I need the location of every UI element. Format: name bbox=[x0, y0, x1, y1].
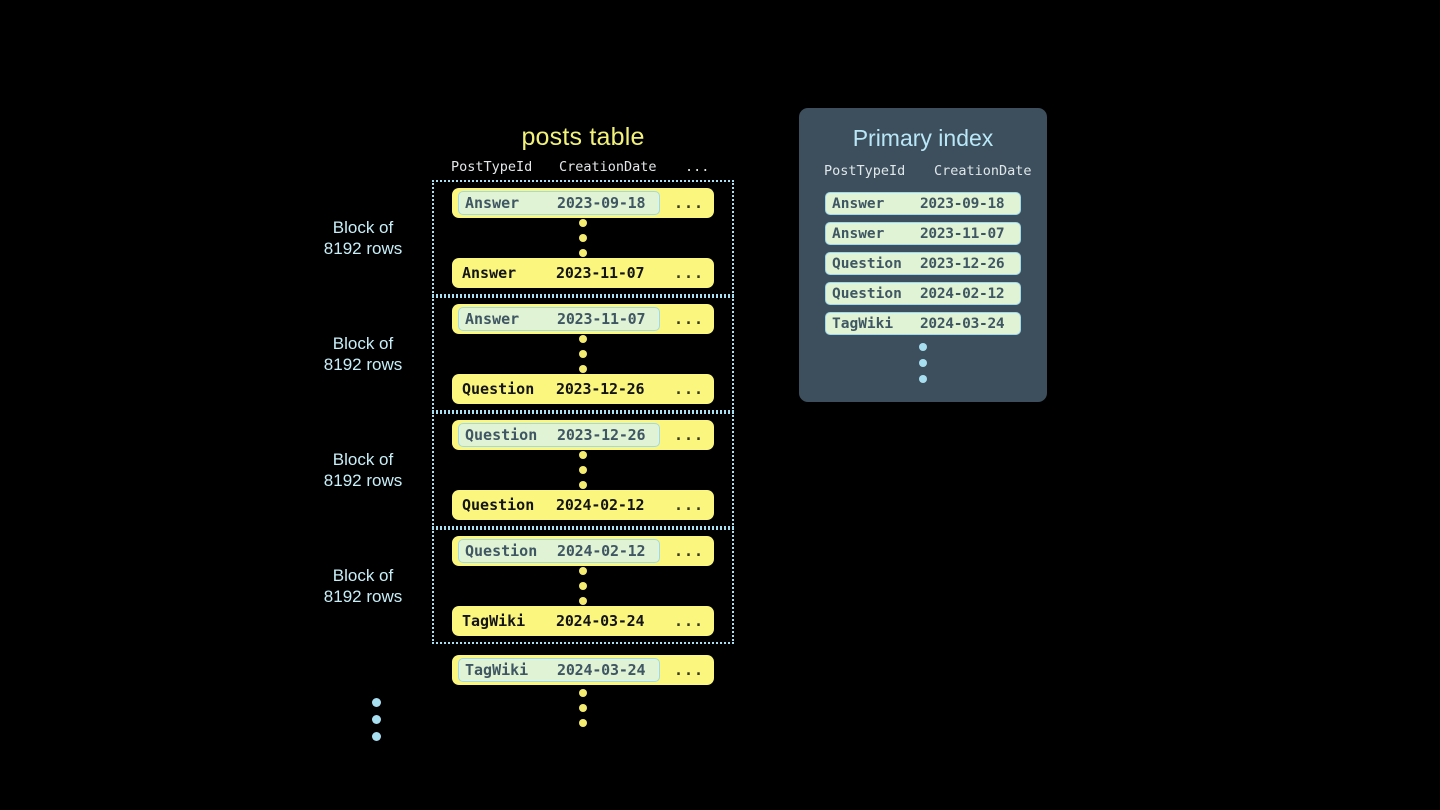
blocks-continuation-ellipsis-icon bbox=[312, 698, 440, 741]
cell-posttypeid: TagWiki bbox=[462, 612, 526, 630]
cell-ellipsis: ... bbox=[674, 612, 705, 630]
cell-creationdate: 2023-12-26 bbox=[556, 380, 645, 398]
table-row: Answer 2023-11-07 ... bbox=[452, 258, 714, 288]
index-row: TagWiki 2024-03-24 bbox=[825, 312, 1021, 335]
index-continuation-ellipsis-icon bbox=[799, 342, 1047, 384]
table-block: Block of 8192 rows Answer 2023-09-18 ...… bbox=[324, 180, 734, 296]
cell-posttypeid: Answer bbox=[832, 195, 885, 212]
cell-ellipsis: ... bbox=[674, 310, 705, 328]
table-block: Block of 8192 rows Question 2023-12-26 .… bbox=[324, 412, 734, 528]
cell-ellipsis: ... bbox=[674, 426, 705, 444]
posts-table-title: posts table bbox=[521, 123, 645, 151]
cell-creationdate: 2024-03-24 bbox=[556, 612, 645, 630]
index-row: Question 2024-02-12 bbox=[825, 282, 1021, 305]
cell-creationdate: 2023-12-26 bbox=[920, 255, 1005, 272]
index-row: Answer 2023-11-07 bbox=[825, 222, 1021, 245]
row-highlight-pill: Question 2023-12-26 bbox=[458, 423, 660, 447]
table-block: Block of 8192 rows Answer 2023-11-07 ...… bbox=[324, 296, 734, 412]
block-label: Block of 8192 rows bbox=[299, 565, 427, 607]
column-header-ellipsis: ... bbox=[685, 159, 710, 175]
cell-posttypeid: TagWiki bbox=[465, 661, 529, 679]
block-label-line1: Block of bbox=[332, 334, 394, 353]
table-row: TagWiki 2024-03-24 ... bbox=[452, 655, 714, 685]
block-label: Block of 8192 rows bbox=[299, 449, 427, 491]
block-label-line2: 8192 rows bbox=[323, 587, 403, 606]
vertical-ellipsis-icon bbox=[434, 450, 732, 490]
cell-posttypeid: Question bbox=[462, 380, 535, 398]
table-row: Answer 2023-09-18 ... bbox=[452, 188, 714, 218]
block-label: Block of 8192 rows bbox=[299, 333, 427, 375]
table-row: Question 2024-02-12 ... bbox=[452, 490, 714, 520]
cell-ellipsis: ... bbox=[674, 661, 705, 679]
cell-posttypeid: TagWiki bbox=[832, 315, 894, 332]
cell-creationdate: 2024-02-12 bbox=[556, 496, 645, 514]
table-row: Question 2023-12-26 ... bbox=[452, 420, 714, 450]
vertical-ellipsis-icon bbox=[434, 218, 732, 258]
cell-ellipsis: ... bbox=[674, 264, 705, 282]
cell-creationdate: 2023-09-18 bbox=[557, 194, 646, 212]
primary-index-row-list: Answer 2023-09-18 Answer 2023-11-07 Ques… bbox=[799, 186, 1047, 384]
table-row: TagWiki 2024-03-24 ... bbox=[452, 606, 714, 636]
cell-ellipsis: ... bbox=[674, 380, 705, 398]
cell-posttypeid: Question bbox=[462, 496, 535, 514]
row-highlight-pill: Answer 2023-11-07 bbox=[458, 307, 660, 331]
posts-table-group: posts table PostTypeId CreationDate ... … bbox=[324, 120, 734, 741]
vertical-ellipsis-icon bbox=[434, 334, 732, 374]
block-label-line2: 8192 rows bbox=[323, 239, 403, 258]
cell-creationdate: 2024-03-24 bbox=[557, 661, 646, 679]
row-highlight-pill: TagWiki 2024-03-24 bbox=[458, 658, 660, 682]
cell-posttypeid: Answer bbox=[465, 310, 520, 328]
table-row: Answer 2023-11-07 ... bbox=[452, 304, 714, 334]
cell-creationdate: 2023-09-18 bbox=[920, 195, 1005, 212]
column-header-creationdate: CreationDate bbox=[934, 163, 1032, 179]
primary-index-title: Primary index bbox=[852, 125, 994, 151]
cell-posttypeid: Answer bbox=[465, 194, 520, 212]
block-label-line1: Block of bbox=[332, 218, 394, 237]
table-tail-area: TagWiki 2024-03-24 ... bbox=[371, 644, 734, 741]
row-highlight-pill: Question 2024-02-12 bbox=[458, 539, 660, 563]
primary-index-panel: Primary index PostTypeId CreationDate An… bbox=[799, 108, 1047, 402]
cell-posttypeid: Answer bbox=[832, 225, 885, 242]
index-row: Answer 2023-09-18 bbox=[825, 192, 1021, 215]
row-highlight-pill: Answer 2023-09-18 bbox=[458, 191, 660, 215]
cell-posttypeid: Question bbox=[832, 285, 902, 302]
block-label-line1: Block of bbox=[332, 450, 394, 469]
cell-posttypeid: Answer bbox=[462, 264, 517, 282]
table-block: Block of 8192 rows Question 2024-02-12 .… bbox=[324, 528, 734, 644]
primary-index-column-headers: PostTypeId CreationDate bbox=[799, 156, 1047, 186]
cell-creationdate: 2023-12-26 bbox=[557, 426, 646, 444]
cell-creationdate: 2024-02-12 bbox=[920, 285, 1005, 302]
block-label: Block of 8192 rows bbox=[299, 217, 427, 259]
cell-posttypeid: Question bbox=[465, 426, 538, 444]
table-row: Question 2024-02-12 ... bbox=[452, 536, 714, 566]
table-row: Question 2023-12-26 ... bbox=[452, 374, 714, 404]
column-header-creationdate: CreationDate bbox=[559, 159, 657, 175]
column-header-posttypeid: PostTypeId bbox=[451, 159, 533, 175]
cell-ellipsis: ... bbox=[674, 194, 705, 212]
cell-creationdate: 2024-02-12 bbox=[557, 542, 646, 560]
block-label-line2: 8192 rows bbox=[323, 355, 403, 374]
block-label-line2: 8192 rows bbox=[323, 471, 403, 490]
vertical-ellipsis-icon bbox=[434, 566, 732, 606]
posts-table-column-headers: PostTypeId CreationDate ... bbox=[432, 154, 734, 180]
index-row: Question 2023-12-26 bbox=[825, 252, 1021, 275]
cell-posttypeid: Question bbox=[465, 542, 538, 560]
cell-creationdate: 2023-11-07 bbox=[557, 310, 646, 328]
cell-creationdate: 2024-03-24 bbox=[920, 315, 1005, 332]
cell-posttypeid: Question bbox=[832, 255, 902, 272]
vertical-ellipsis-icon bbox=[432, 685, 734, 731]
cell-ellipsis: ... bbox=[674, 496, 705, 514]
cell-creationdate: 2023-11-07 bbox=[920, 225, 1005, 242]
cell-ellipsis: ... bbox=[674, 542, 705, 560]
block-label-line1: Block of bbox=[332, 566, 394, 585]
column-header-posttypeid: PostTypeId bbox=[824, 163, 906, 179]
cell-creationdate: 2023-11-07 bbox=[556, 264, 645, 282]
